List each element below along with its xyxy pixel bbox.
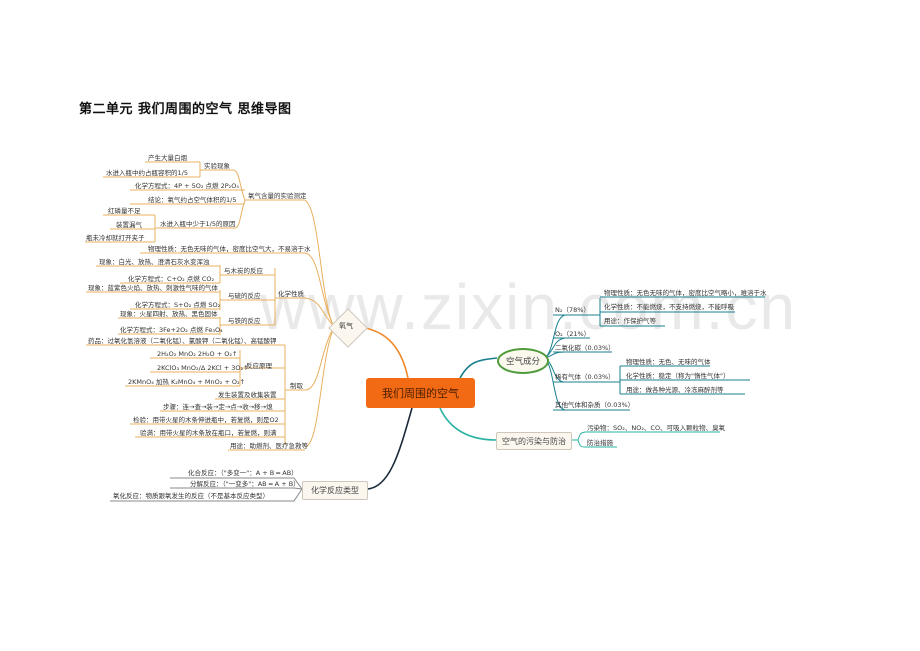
oxygen-use[interactable]: 用途：助燃剂、医疗急救等 xyxy=(230,442,308,450)
pollutants[interactable]: 污染物：SO₂、NO₂、CO、可吸入颗粒物、臭氧 xyxy=(587,424,726,432)
iron-phenomenon[interactable]: 现象：火星四射、放热、黑色固体 xyxy=(120,310,218,318)
experiment-equation[interactable]: 化学方程式：4P + 5O₂ 点燃 2P₂O₅ xyxy=(135,182,240,190)
experiment-label[interactable]: 氧气含量的实验测定 xyxy=(248,192,307,200)
equation-kclo3[interactable]: 2KClO₃ MnO₂/Δ 2KCl + 3O₂↑ xyxy=(157,364,249,372)
carbon-phenomenon[interactable]: 现象：白光、放热、澄清石灰水变浑浊 xyxy=(99,258,210,266)
reaction-type-item[interactable]: 化合反应：（"多变一"：A + B ═ AB） xyxy=(188,469,298,477)
phenomenon-label[interactable]: 实验现象 xyxy=(204,162,230,170)
equation-kmno4[interactable]: 2KMnO₄ 加热 K₂MnO₄ + MnO₂ + O₂↑ xyxy=(128,378,246,386)
noble-item[interactable]: 物理性质：无色、无味的气体 xyxy=(626,358,711,366)
test-method[interactable]: 检验：用带火星的木条伸进瓶中，若复燃，则是O2 xyxy=(133,416,279,424)
noble-item[interactable]: 用途：做各种光源、冷冻麻醉剂等 xyxy=(626,386,724,394)
pollution-node[interactable]: 空气的污染与防治 xyxy=(496,432,572,450)
iron-label[interactable]: 与铁的反应 xyxy=(228,317,261,325)
noble-label[interactable]: 稀有气体（0.03%） xyxy=(555,373,615,381)
preparation-label[interactable]: 制取 xyxy=(290,382,303,390)
reaction-type-item[interactable]: 分解反应：（"一变多"：AB ═ A + B） xyxy=(190,480,300,488)
sulfur-phenomenon[interactable]: 现象：蓝紫色火焰、放热、刺激性气味的气体 xyxy=(88,284,218,292)
reason-label[interactable]: 水进入瓶中少于1/5的原因 xyxy=(160,220,236,228)
co2-label[interactable]: 二氧化碳（0.03%） xyxy=(555,344,615,352)
composition-node[interactable]: 空气成分 xyxy=(497,348,549,374)
experiment-conclusion[interactable]: 结论：氧气约占空气体积的1/5 xyxy=(148,196,237,204)
page-title: 第二单元 我们周围的空气 思维导图 xyxy=(79,102,292,117)
sulfur-label[interactable]: 与硫的反应 xyxy=(228,292,261,300)
equation-h2o2[interactable]: 2H₂O₂ MnO₂ 2H₂O + O₂↑ xyxy=(157,350,238,358)
apparatus[interactable]: 发生装置及收集装置 xyxy=(218,391,277,399)
n2-item[interactable]: 化学性质：不能燃烧，不支持燃烧，不能呼吸 xyxy=(604,303,734,311)
chemical-label[interactable]: 化学性质 xyxy=(278,290,304,298)
steps[interactable]: 步骤：连→查→装→定→点→收→移→熄 xyxy=(163,403,273,411)
oxygen-physical[interactable]: 物理性质：无色无味的气体，密度比空气大，不易溶于水 xyxy=(148,245,311,253)
sulfur-equation[interactable]: 化学方程式：S+O₂ 点燃 SO₂ xyxy=(135,301,221,309)
reaction-types-node[interactable]: 化学反应类型 xyxy=(302,481,368,500)
reason-item[interactable]: 瓶未冷却就打开夹子 xyxy=(86,234,145,242)
o2-label[interactable]: O₂（21%） xyxy=(555,330,591,338)
full-check[interactable]: 验满：用带火星的木条放在瓶口，若复燃，则满 xyxy=(140,429,277,437)
principle-label[interactable]: 反应原理 xyxy=(246,362,272,370)
carbon-label[interactable]: 与木炭的反应 xyxy=(224,267,263,275)
phenomenon-item[interactable]: 产生大量白烟 xyxy=(148,154,187,162)
reaction-type-item[interactable]: 氧化反应：物质跟氧发生的反应（不是基本反应类型） xyxy=(113,492,269,500)
noble-item[interactable]: 化学性质：稳定（称为"惰性气体"） xyxy=(626,372,730,380)
carbon-equation[interactable]: 化学方程式：C+O₂ 点燃 CO₂ xyxy=(128,275,215,283)
n2-item[interactable]: 物理性质：无色无味的气体，密度比空气略小，难溶于水 xyxy=(604,289,767,297)
n2-item[interactable]: 用途：作保护气等 xyxy=(604,317,656,325)
n2-label[interactable]: N₂（78%） xyxy=(555,306,590,314)
prevention[interactable]: 防治措施 xyxy=(587,439,613,447)
central-topic[interactable]: 我们周围的空气 xyxy=(366,378,475,408)
oxygen-node-label: 氧气 xyxy=(339,322,353,330)
reason-item[interactable]: 装置漏气 xyxy=(116,221,142,229)
other-gases-label[interactable]: 其他气体和杂质（0.03%） xyxy=(555,401,635,409)
preparation-drugs[interactable]: 药品：过氧化氢溶液（二氧化锰）、氯酸钾（二氧化锰）、高锰酸钾 xyxy=(88,337,277,345)
phenomenon-item[interactable]: 水进入瓶中约占瓶容积的1/5 xyxy=(106,169,188,177)
reason-item[interactable]: 红磷量不足 xyxy=(108,207,141,215)
iron-equation[interactable]: 化学方程式：3Fe+2O₂ 点燃 Fe₃O₄ xyxy=(120,326,223,334)
